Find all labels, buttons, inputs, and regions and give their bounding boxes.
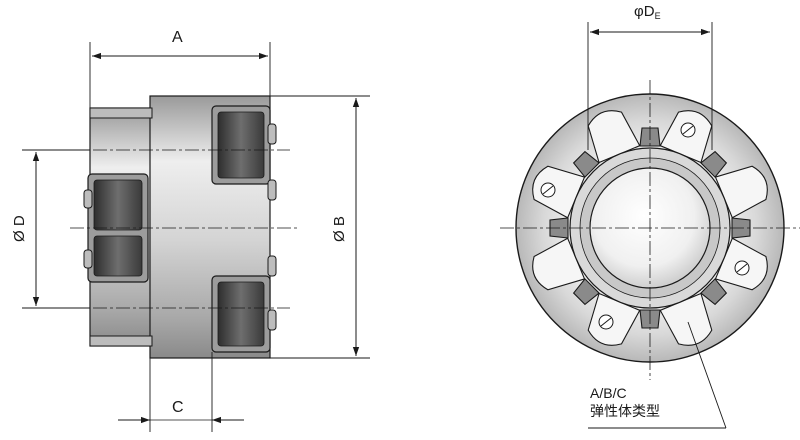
jaw-lobe bbox=[587, 110, 641, 164]
dim-de-prefix: φD bbox=[634, 3, 655, 20]
dim-a-label: A bbox=[172, 29, 183, 46]
jaw-lobe bbox=[532, 237, 586, 291]
set-screws bbox=[540, 122, 750, 330]
callout-type-code: A/B/C bbox=[590, 385, 627, 401]
dim-de-label: φDE bbox=[634, 3, 661, 21]
front-view: φDE A/B/C 弹性体类型 bbox=[500, 3, 800, 429]
dim-de-subscript: E bbox=[655, 11, 661, 21]
jaw-lobe bbox=[587, 292, 641, 346]
dim-b-label: Ø B bbox=[331, 216, 348, 242]
elastomer-tooth bbox=[572, 278, 600, 306]
callout-leader bbox=[687, 321, 727, 429]
dim-d-label: Ø D bbox=[11, 215, 28, 242]
callout-elastomer-type: 弹性体类型 bbox=[590, 403, 660, 419]
elastomer-jaw-upper-right bbox=[211, 105, 271, 185]
side-view: A Ø B Ø D C bbox=[11, 29, 370, 432]
elastomer-tooth bbox=[700, 278, 728, 306]
jaw-lobe bbox=[532, 165, 586, 219]
elastomer-tooth bbox=[700, 150, 728, 178]
dim-c-label: C bbox=[172, 399, 184, 416]
elastomer-tooth bbox=[572, 150, 600, 178]
elastomer-jaw-lower-right bbox=[211, 275, 271, 353]
jaw-lobe bbox=[714, 165, 768, 219]
